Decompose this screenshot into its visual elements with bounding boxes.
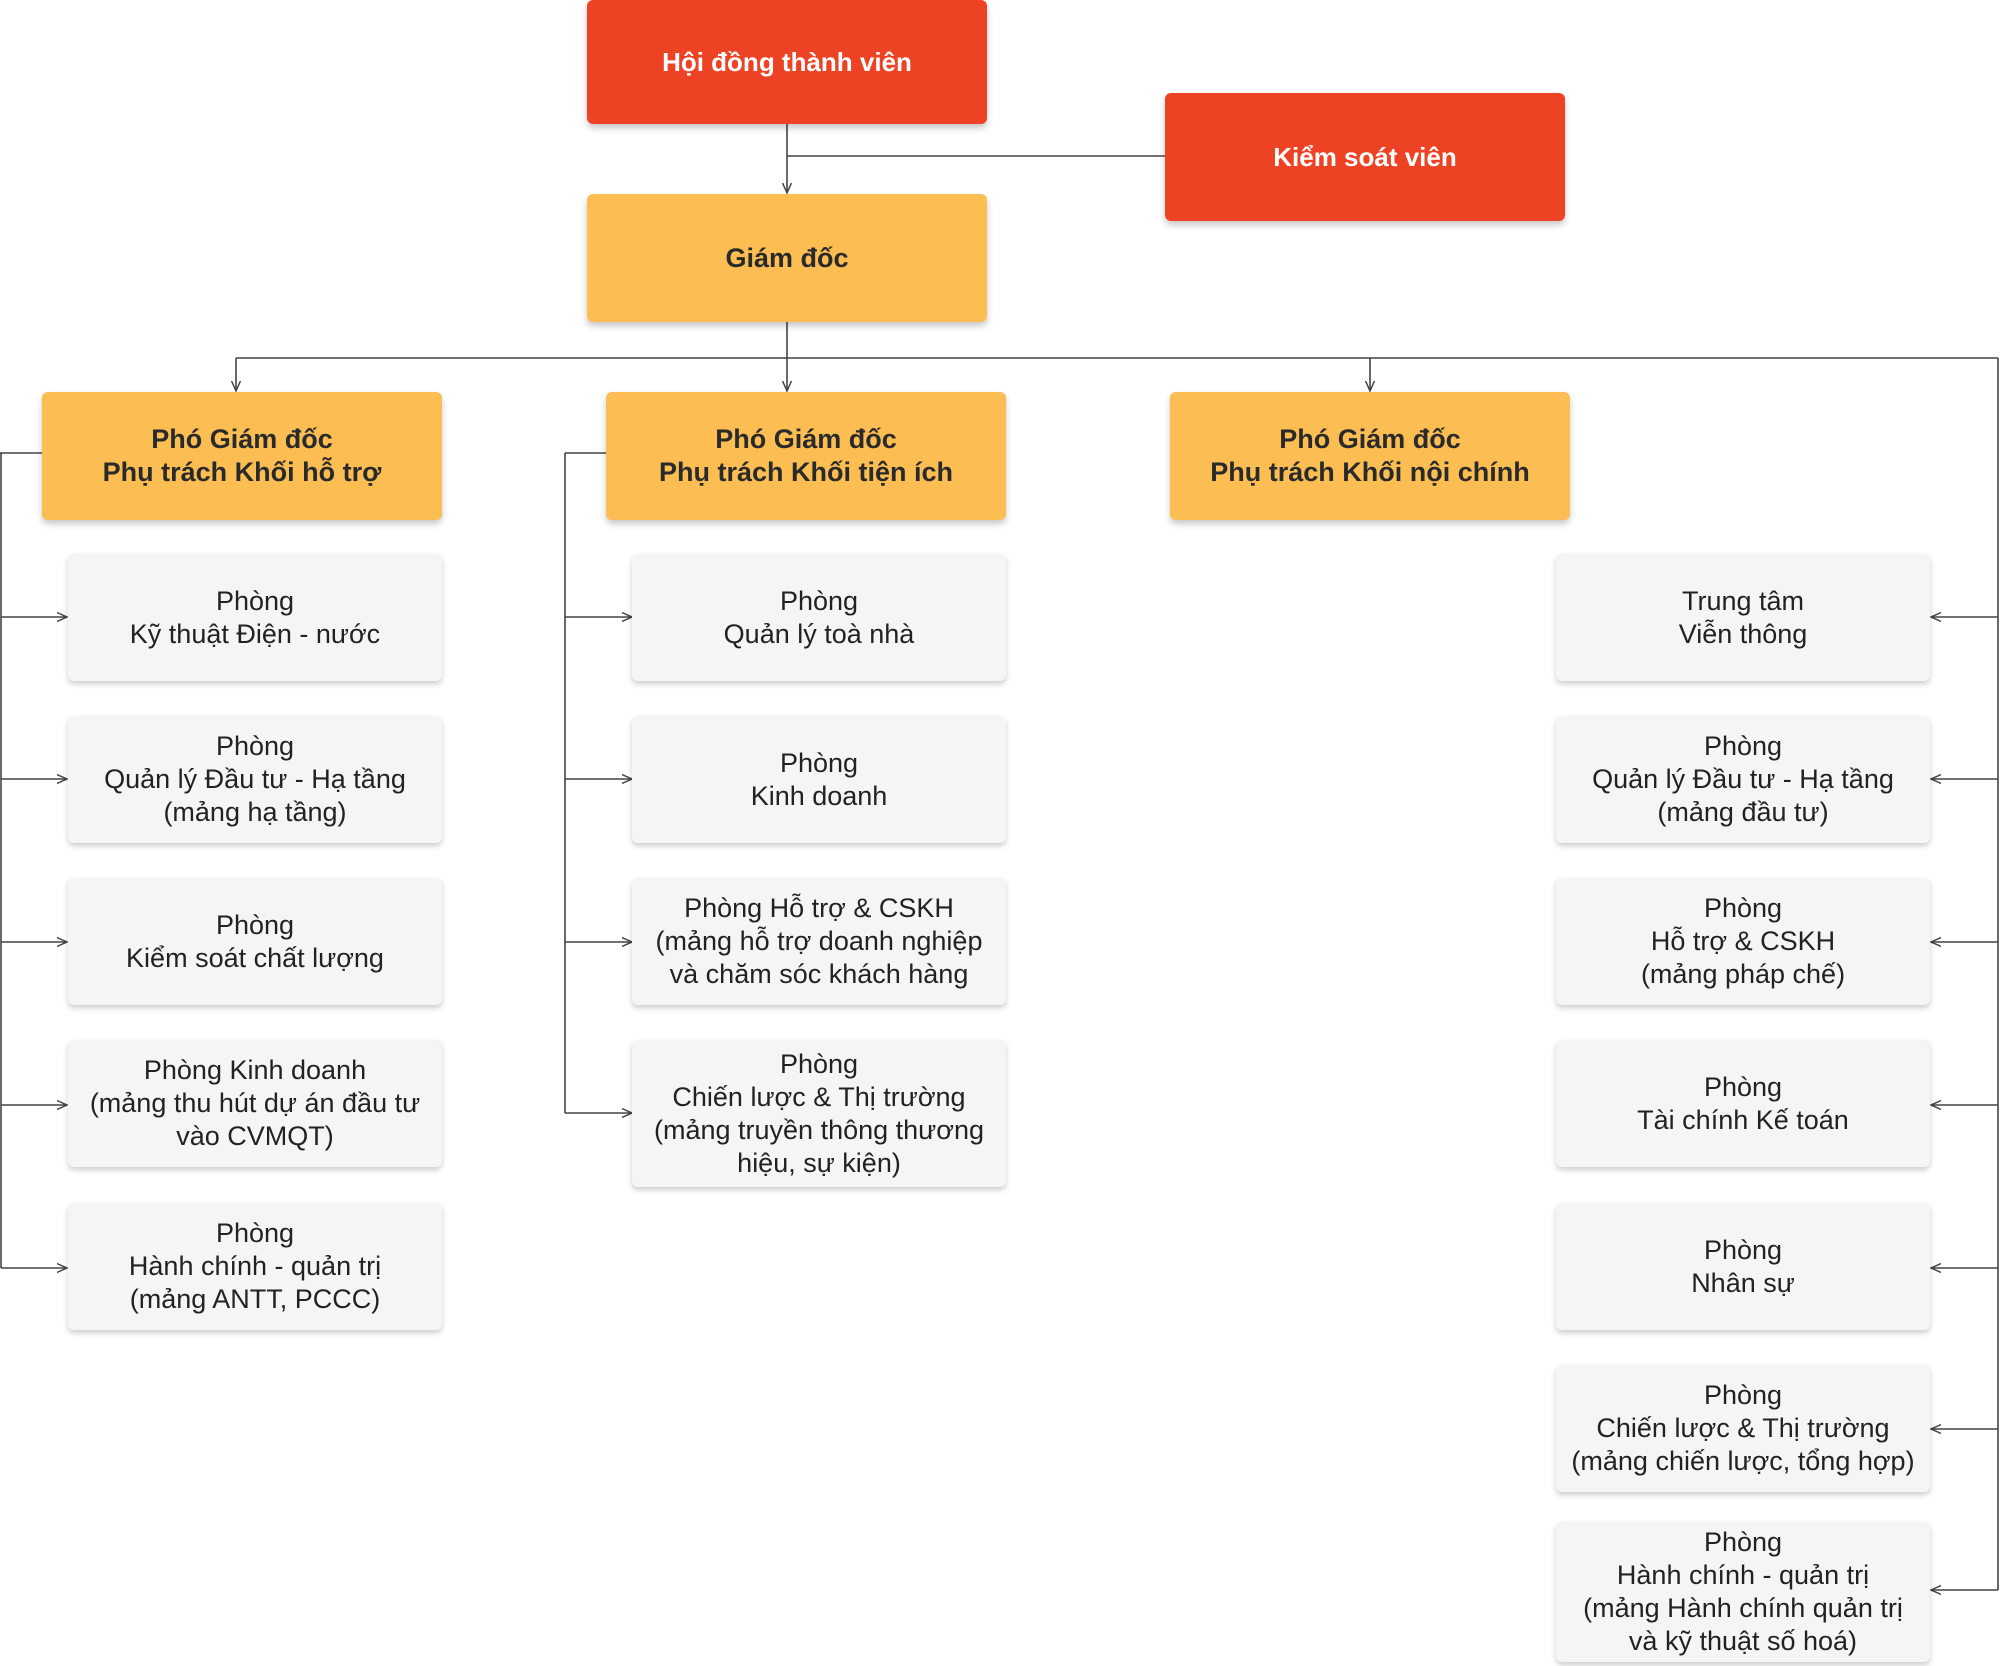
dept-line: (mảng chiến lược, tổng hợp) — [1571, 1446, 1915, 1476]
dept-line: Hỗ trợ & CSKH — [1650, 926, 1836, 956]
deputy-title: Phó Giám đốc — [1279, 424, 1461, 454]
dept-line: (mảng Hành chính quản trị — [1583, 1593, 1903, 1623]
dept-line: (mảng thu hút dự án đầu tư — [89, 1088, 421, 1118]
dept-line: Phòng — [215, 731, 295, 761]
dept-node: Phòng Kinh doanh (mảng thu hút dự án đầu… — [68, 1040, 442, 1167]
controller-node: Kiểm soát viên — [1165, 93, 1565, 221]
dept-node: Phòng Chiến lược & Thị trường (mảng chiế… — [1556, 1365, 1930, 1492]
deputy-utility-node: Phó Giám đốc Phụ trách Khối tiện ích — [606, 392, 1006, 520]
dept-line: (mảng pháp chế) — [1640, 959, 1846, 989]
dept-line: (mảng đầu tư) — [1657, 797, 1829, 827]
director-node: Giám đốc — [587, 194, 987, 322]
dept-node: Phòng Chiến lược & Thị trường (mảng truy… — [632, 1040, 1006, 1187]
dept-node: Trung tâm Viễn thông — [1556, 554, 1930, 681]
dept-line: vào CVMQT) — [176, 1121, 334, 1151]
dept-line: Kỹ thuật Điện - nước — [129, 618, 381, 649]
dept-line: Phòng — [1703, 1380, 1783, 1410]
deputy-title: Phó Giám đốc — [715, 424, 897, 454]
dept-line: Phòng — [1703, 1527, 1783, 1557]
dept-line: Phòng — [1703, 1071, 1783, 1102]
dept-line: Chiến lược & Thị trường — [672, 1081, 966, 1112]
deputy-title: Phó Giám đốc — [151, 424, 333, 454]
deputy-scope: Phụ trách Khối nội chính — [1210, 457, 1530, 487]
dept-node: Phòng Quản lý Đầu tư - Hạ tầng (mảng đầu… — [1556, 716, 1930, 843]
deputy-support-node: Phó Giám đốc Phụ trách Khối hỗ trợ — [42, 392, 442, 520]
dept-node: Phòng Nhân sự — [1556, 1203, 1930, 1330]
dept-line: Quản lý toà nhà — [723, 618, 915, 649]
controller-label: Kiểm soát viên — [1273, 141, 1457, 172]
dept-line: (mảng ANTT, PCCC) — [129, 1284, 381, 1314]
dept-line: Chiến lược & Thị trường — [1596, 1413, 1890, 1443]
dept-line: Phòng — [215, 909, 295, 940]
deputy-scope: Phụ trách Khối hỗ trợ — [102, 457, 382, 487]
board-node: Hội đồng thành viên — [587, 0, 987, 124]
dept-line: Tài chính Kế toán — [1637, 1104, 1849, 1135]
dept-line: Phòng — [1703, 893, 1783, 923]
dept-line: Phòng Kinh doanh — [143, 1055, 367, 1085]
dept-node: Phòng Quản lý toà nhà — [632, 554, 1006, 681]
dept-line: và kỹ thuật số hoá) — [1628, 1626, 1858, 1656]
dept-node: Phòng Tài chính Kế toán — [1556, 1040, 1930, 1167]
dept-line: (mảng hạ tầng) — [163, 797, 347, 827]
dept-line: Phòng — [1703, 731, 1783, 761]
dept-line: Phòng — [779, 585, 859, 616]
dept-line: Trung tâm — [1681, 585, 1805, 616]
dept-line: (mảng hỗ trợ doanh nghiệp — [655, 926, 983, 956]
dept-node: Phòng Quản lý Đầu tư - Hạ tầng (mảng hạ … — [68, 716, 442, 843]
director-label: Giám đốc — [725, 242, 849, 273]
dept-line: và chăm sóc khách hàng — [669, 959, 969, 989]
dept-line: (mảng truyền thông thương — [654, 1114, 984, 1145]
dept-line: Phòng — [779, 1048, 859, 1079]
dept-line: Kiểm soát chất lượng — [126, 942, 384, 973]
dept-node: Phòng Kỹ thuật Điện - nước — [68, 554, 442, 681]
deputy-internal-node: Phó Giám đốc Phụ trách Khối nội chính — [1170, 392, 1570, 520]
dept-line: Phòng — [1703, 1234, 1783, 1265]
dept-line: Phòng — [779, 747, 859, 778]
dept-line: Quản lý Đầu tư - Hạ tầng — [104, 764, 406, 794]
dept-line: Nhân sự — [1691, 1267, 1795, 1298]
deputy-scope: Phụ trách Khối tiện ích — [658, 457, 954, 487]
dept-line: Viễn thông — [1678, 618, 1808, 649]
board-label: Hội đồng thành viên — [662, 46, 912, 77]
dept-line: Quản lý Đầu tư - Hạ tầng — [1592, 764, 1894, 794]
dept-line: Phòng — [215, 1218, 295, 1248]
dept-line: Hành chính - quản trị — [1616, 1560, 1870, 1590]
dept-line: Phòng Hỗ trợ & CSKH — [684, 893, 954, 923]
dept-node: Phòng Hành chính - quản trị (mảng ANTT, … — [68, 1203, 442, 1330]
dept-node: Phòng Hỗ trợ & CSKH (mảng hỗ trợ doanh n… — [632, 878, 1006, 1005]
dept-node: Phòng Hỗ trợ & CSKH (mảng pháp chế) — [1556, 878, 1930, 1005]
dept-line: hiệu, sự kiện) — [737, 1147, 901, 1178]
dept-line: Phòng — [215, 585, 295, 616]
dept-node: Phòng Kinh doanh — [632, 716, 1006, 843]
dept-node: Phòng Kiểm soát chất lượng — [68, 878, 442, 1005]
dept-line: Kinh doanh — [750, 780, 888, 811]
dept-node: Phòng Hành chính - quản trị (mảng Hành c… — [1556, 1522, 1930, 1662]
dept-line: Hành chính - quản trị — [128, 1251, 382, 1281]
